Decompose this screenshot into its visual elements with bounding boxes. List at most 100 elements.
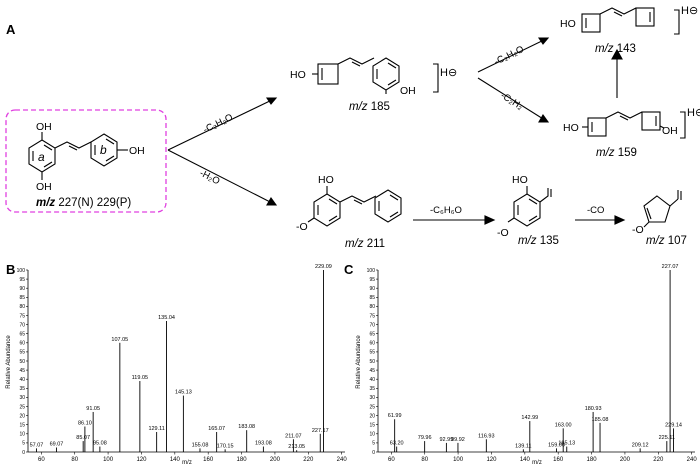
loss-c2h2o-second: -C₂H₂O bbox=[492, 44, 525, 68]
parent-oh-top: OH bbox=[36, 121, 52, 133]
ms-spectrum-c: Relative Abundance m/z 05101520253035404… bbox=[356, 264, 698, 466]
spectrum-b-peak-label: 119.05 bbox=[132, 375, 148, 381]
loss-c2h2: -C₂H₂ bbox=[498, 90, 525, 112]
ion-107-structure bbox=[643, 190, 682, 228]
spectrum-c-peak-label: 79.96 bbox=[418, 435, 432, 441]
spectrum-c-peak-label: 142.99 bbox=[521, 415, 538, 421]
spectrum-b-y-tick-label: 95 bbox=[19, 277, 25, 283]
loss-co: -CO bbox=[587, 205, 604, 216]
spectrum-b-y-tick-label: 25 bbox=[19, 404, 25, 410]
ion-107-mz-label: m/z 107 bbox=[646, 235, 687, 247]
spectrum-c-peak-label: 159.00 bbox=[548, 442, 565, 448]
parent-oh-bottom: OH bbox=[36, 181, 52, 193]
spectrum-b-y-tick-label: 35 bbox=[19, 386, 25, 392]
spectrum-b-y-tick-label: 90 bbox=[19, 286, 25, 292]
spectrum-c-x-tick-label: 160 bbox=[553, 457, 564, 463]
panel-label-b: B bbox=[6, 262, 16, 277]
spectrum-b-peak-label: 135.04 bbox=[158, 315, 175, 321]
spectrum-b-ylabel: Relative Abundance bbox=[6, 335, 12, 389]
spectrum-b-peak-label: 69.07 bbox=[50, 441, 64, 447]
spectrum-b-peak-label: 155.08 bbox=[192, 442, 209, 448]
arrow-to-185 bbox=[167, 97, 277, 151]
parent-oh-right: OH bbox=[129, 145, 145, 157]
ion-143-oh: HO bbox=[560, 18, 576, 30]
spectrum-b-y-tick-label: 85 bbox=[19, 295, 25, 301]
spectrum-b-y-tick-label: 55 bbox=[19, 350, 25, 356]
spectrum-c-y-tick-label: 70 bbox=[369, 322, 375, 328]
spectrum-b-peak-label: 95.08 bbox=[93, 441, 107, 447]
spectrum-c-y-tick-label: 0 bbox=[372, 450, 375, 456]
spectrum-c-peak-label: 99.92 bbox=[451, 437, 465, 443]
spectrum-c-y-tick-label: 60 bbox=[369, 341, 375, 347]
spectrum-c-x-tick-label: 100 bbox=[453, 457, 464, 463]
spectrum-c-peak-label: 227.07 bbox=[662, 264, 679, 270]
spectrum-c-peak-label: 225.11 bbox=[659, 435, 675, 441]
panel-label-c: C bbox=[344, 262, 354, 277]
parent-ring-b bbox=[90, 133, 128, 167]
spectrum-b-peak-label: 170.15 bbox=[217, 443, 234, 449]
spectrum-c-peak-label: 61.99 bbox=[388, 413, 402, 419]
spectrum-c-y-tick-label: 30 bbox=[369, 395, 375, 401]
spectrum-c-peak-label: 209.12 bbox=[632, 442, 649, 448]
spectrum-b-peak-label: 229.09 bbox=[315, 264, 332, 270]
spectrum-c-ylabel: Relative Abundance bbox=[356, 335, 362, 389]
panel-label-a: A bbox=[6, 22, 16, 37]
spectrum-c-y-tick-label: 50 bbox=[369, 359, 375, 365]
ion-159-oh-right: OH bbox=[662, 125, 678, 137]
ion-143-mz-label: m/z 143 bbox=[595, 43, 636, 55]
spectrum-c-y-tick-label: 40 bbox=[369, 377, 375, 383]
parent-highlight-box bbox=[5, 109, 167, 213]
spectrum-c-y-tick-label: 25 bbox=[369, 404, 375, 410]
spectrum-b-x-tick-label: 120 bbox=[136, 457, 147, 463]
arrow-to-143 bbox=[477, 37, 549, 73]
spectrum-c-y-tick-label: 10 bbox=[369, 432, 375, 438]
ion-211-structure bbox=[307, 186, 402, 227]
spectrum-b-peak-label: 193.08 bbox=[255, 441, 272, 447]
spectrum-b-y-tick-label: 5 bbox=[22, 441, 25, 447]
spectrum-c-y-tick-label: 5 bbox=[372, 441, 375, 447]
spectrum-b-x-tick-label: 140 bbox=[170, 457, 181, 463]
spectrum-b-xlabel: m/z bbox=[182, 460, 192, 466]
spectrum-b-x-tick-label: 220 bbox=[303, 457, 314, 463]
spectrum-c-x-tick-label: 80 bbox=[421, 457, 428, 463]
spectrum-c-y-tick-label: 85 bbox=[369, 295, 375, 301]
spectrum-c-x-tick-label: 60 bbox=[388, 457, 395, 463]
parent-mz-label: m/z 227(N) 229(P) bbox=[36, 197, 131, 209]
ion-185-charge: H⊖ bbox=[440, 67, 457, 79]
svg-text:Relative Abundance: Relative Abundance bbox=[356, 335, 362, 389]
ion-211-mz-label: m/z 211 bbox=[345, 238, 385, 250]
spectrum-c-peak-label: 92.99 bbox=[440, 437, 454, 443]
ion-185-mz-label: m/z 185 bbox=[349, 101, 390, 113]
spectrum-b-y-tick-label: 20 bbox=[19, 413, 25, 419]
spectrum-c-x-tick-label: 240 bbox=[687, 457, 698, 463]
ion-185-oh-right: OH bbox=[400, 85, 416, 97]
spectrum-b-peak-label: 107.05 bbox=[111, 337, 128, 343]
spectrum-b-y-tick-label: 45 bbox=[19, 368, 25, 374]
spectrum-c-y-tick-label: 65 bbox=[369, 332, 375, 338]
spectrum-c-y-tick-label: 95 bbox=[369, 277, 375, 283]
spectrum-c-peak-label: 229.14 bbox=[665, 422, 682, 428]
ion-135-mz-label: m/z 135 bbox=[518, 235, 559, 247]
spectrum-b-peak-label: 57.07 bbox=[30, 442, 44, 448]
spectrum-c-peak-label: 163.00 bbox=[555, 422, 572, 428]
ion-159-charge: H⊖ bbox=[687, 107, 700, 119]
spectrum-b-peak-label: 183.08 bbox=[238, 424, 255, 430]
spectrum-c-y-tick-label: 20 bbox=[369, 413, 375, 419]
loss-c6h6o: -C₆H₆O bbox=[430, 205, 462, 216]
ion-211-oxide: -O bbox=[296, 221, 308, 233]
spectrum-b-peak-label: 145.13 bbox=[175, 390, 192, 396]
spectrum-b-y-tick-label: 80 bbox=[19, 304, 25, 310]
spectrum-b-y-tick-label: 70 bbox=[19, 322, 25, 328]
spectrum-b-axes: 0510152025303540455055606570758085909510… bbox=[17, 268, 348, 463]
spectrum-b-x-tick-label: 200 bbox=[270, 457, 281, 463]
spectrum-b-peak-label: 213.05 bbox=[288, 444, 305, 450]
spectrum-b-y-tick-label: 30 bbox=[19, 395, 25, 401]
ion-211-oh: HO bbox=[318, 174, 334, 186]
spectrum-b-peak-label: 165.07 bbox=[208, 426, 225, 432]
spectrum-c-y-tick-label: 55 bbox=[369, 350, 375, 356]
spectrum-c-y-tick-label: 100 bbox=[367, 268, 376, 274]
spectrum-c-x-tick-label: 220 bbox=[653, 457, 664, 463]
loss-h2o: -H₂O bbox=[198, 168, 222, 187]
ring-a-label: a bbox=[38, 150, 45, 164]
